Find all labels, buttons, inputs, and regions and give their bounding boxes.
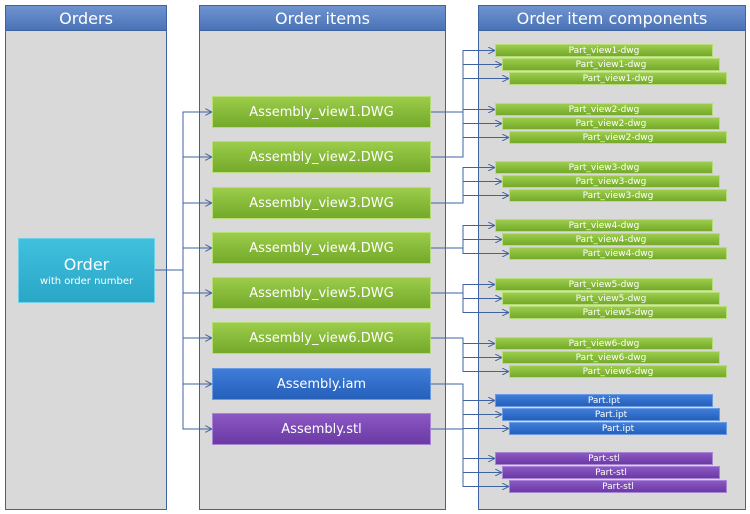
component-4-3: Part_view4-dwg xyxy=(509,247,727,260)
component-7-2: Part.ipt xyxy=(502,408,720,421)
order-to-item-connector-2 xyxy=(182,157,211,270)
item-to-component-connector-7-3 xyxy=(431,383,508,429)
order-item-1: Assembly_view1.DWG xyxy=(212,96,431,128)
component-3-3: Part_view3-dwg xyxy=(509,189,727,202)
order-item-6: Assembly_view6.DWG xyxy=(212,322,431,354)
item-to-component-connector-5-2 xyxy=(431,292,501,299)
item-to-component-connector-5-1 xyxy=(431,285,494,294)
order-title: Order xyxy=(63,254,110,274)
order-item-5: Assembly_view5.DWG xyxy=(212,277,431,309)
component-1-1: Part_view1-dwg xyxy=(495,44,713,57)
order-item-3: Assembly_view3.DWG xyxy=(212,187,431,219)
item-to-component-connector-2-3 xyxy=(431,138,508,158)
item-to-component-connector-7-2 xyxy=(431,383,501,415)
order-to-item-connector-1 xyxy=(182,112,211,270)
component-3-1: Part_view3-dwg xyxy=(495,161,713,174)
component-1-3: Part_view1-dwg xyxy=(509,72,727,85)
item-to-component-connector-1-3 xyxy=(431,79,508,113)
order-item-7: Assembly.iam xyxy=(212,368,431,400)
component-4-1: Part_view4-dwg xyxy=(495,219,713,232)
order-subtitle: with order number xyxy=(39,275,134,287)
component-5-2: Part_view5-dwg xyxy=(502,292,720,305)
order-to-item-connector-6 xyxy=(182,270,211,338)
item-to-component-connector-3-2 xyxy=(431,182,501,204)
order-node: Order with order number xyxy=(18,238,155,303)
component-6-3: Part_view6-dwg xyxy=(509,365,727,378)
order-to-item-connector-8 xyxy=(182,270,211,429)
component-5-1: Part_view5-dwg xyxy=(495,278,713,291)
component-2-3: Part_view2-dwg xyxy=(509,131,727,144)
item-to-component-connector-1-2 xyxy=(431,65,501,113)
orders-column-header: Orders xyxy=(5,5,167,31)
item-to-component-connector-8-2 xyxy=(431,428,501,473)
component-3-2: Part_view3-dwg xyxy=(502,175,720,188)
component-2-2: Part_view2-dwg xyxy=(502,117,720,130)
component-2-1: Part_view2-dwg xyxy=(495,103,713,116)
component-8-2: Part-stl xyxy=(502,466,720,479)
item-to-component-connector-5-3 xyxy=(431,292,508,313)
order-item-4: Assembly_view4.DWG xyxy=(212,232,431,264)
component-7-3: Part.ipt xyxy=(509,422,727,435)
item-to-component-connector-6-2 xyxy=(431,337,501,358)
order-item-8: Assembly.stl xyxy=(212,413,431,445)
component-8-1: Part-stl xyxy=(495,452,713,465)
component-8-3: Part-stl xyxy=(509,480,727,493)
component-4-2: Part_view4-dwg xyxy=(502,233,720,246)
item-to-component-connector-3-3 xyxy=(431,196,508,204)
component-7-1: Part.ipt xyxy=(495,394,713,407)
item-to-component-connector-4-2 xyxy=(431,240,501,249)
component-1-2: Part_view1-dwg xyxy=(502,58,720,71)
order-items-column-header: Order items xyxy=(199,5,446,31)
item-to-component-connector-8-3 xyxy=(431,428,508,487)
order-to-item-connector-7 xyxy=(182,270,211,384)
order-item-2: Assembly_view2.DWG xyxy=(212,141,431,173)
component-5-3: Part_view5-dwg xyxy=(509,306,727,319)
item-to-component-connector-4-3 xyxy=(431,247,508,254)
order-to-item-connector-5 xyxy=(182,270,211,293)
component-6-2: Part_view6-dwg xyxy=(502,351,720,364)
item-to-component-connector-6-3 xyxy=(431,337,508,372)
order-to-item-connector-3 xyxy=(182,203,211,270)
item-to-component-connector-2-2 xyxy=(431,124,501,158)
component-6-1: Part_view6-dwg xyxy=(495,337,713,350)
order-to-item-connector-4 xyxy=(182,248,211,270)
components-column-header: Order item components xyxy=(478,5,746,31)
